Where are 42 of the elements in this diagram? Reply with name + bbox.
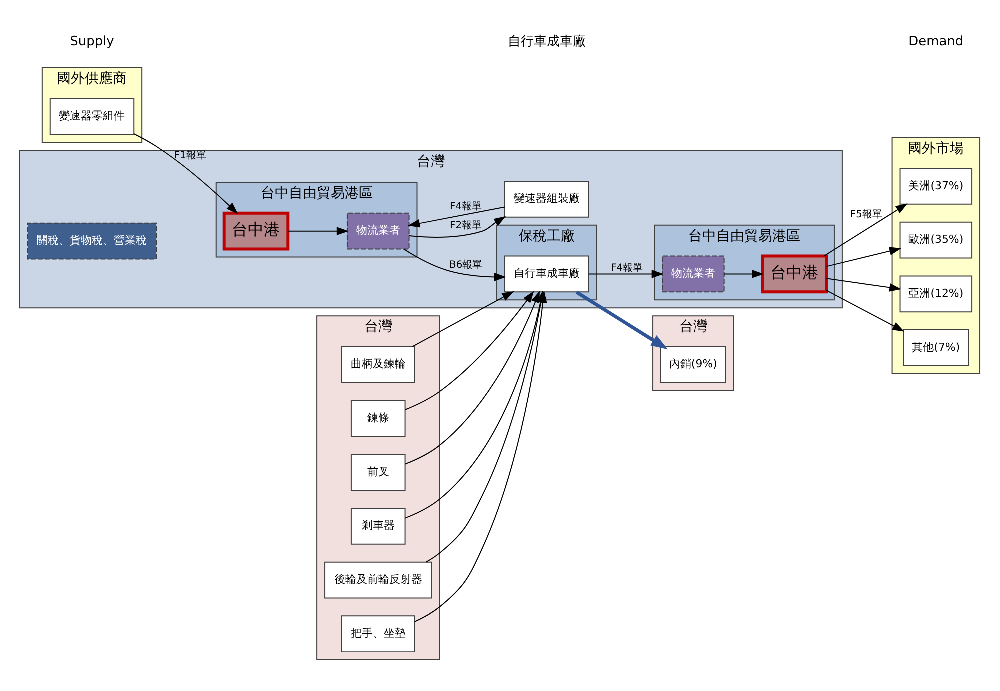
- node-box: 台中港: [761, 254, 828, 294]
- node-box: 亞洲(12%): [900, 275, 973, 312]
- edge-label: B6報單: [450, 260, 483, 271]
- edge-label: F5報單: [850, 208, 882, 220]
- arrow: [412, 290, 514, 347]
- node-box: 物流業者: [662, 255, 725, 292]
- node-box: 歐洲(35%): [900, 221, 973, 258]
- edge-label: F4報單: [450, 200, 482, 212]
- node-box: 前叉: [350, 454, 406, 491]
- node-box: 後輪及前輪反射器: [324, 561, 432, 598]
- label: Supply: [70, 34, 114, 49]
- node-box: 自行車成車廠: [504, 255, 590, 292]
- edge-label: F4報單: [611, 262, 644, 274]
- arrow: [824, 203, 908, 256]
- arrow: [134, 133, 238, 214]
- node-box: 台中港: [222, 211, 290, 250]
- arrow: [588, 270, 664, 278]
- node-box: 關稅、貨物稅、營業稅: [27, 222, 158, 260]
- arrow: [826, 278, 902, 292]
- node-box: 其他(7%): [903, 329, 970, 366]
- node-box: 內銷(9%): [660, 346, 726, 383]
- arrow: [724, 270, 764, 278]
- node-box: 剎車器: [350, 508, 406, 544]
- arrow: [826, 290, 905, 332]
- arrow: [288, 226, 349, 236]
- node-box: 把手、坐墊: [341, 615, 416, 652]
- node-box: 變速器組裝廠: [504, 180, 590, 218]
- arrow: [576, 290, 668, 350]
- edge-label: F1報單: [174, 150, 206, 162]
- node-box: 曲柄及鍊輪: [341, 346, 416, 383]
- arrow: [405, 290, 534, 410]
- arrow: [404, 248, 506, 281]
- node-box: 美洲(37%): [900, 168, 973, 204]
- node-box: 物流業者: [346, 212, 410, 250]
- arrow: [408, 206, 506, 228]
- node-box: 變速器零組件: [50, 98, 135, 135]
- label: Demand: [908, 34, 964, 49]
- label: 自行車成車廠: [508, 34, 586, 49]
- arrow: [408, 216, 506, 238]
- edge-label: F2報單: [450, 220, 482, 231]
- arrow: [826, 246, 902, 267]
- node-box: 鍊條: [350, 400, 406, 437]
